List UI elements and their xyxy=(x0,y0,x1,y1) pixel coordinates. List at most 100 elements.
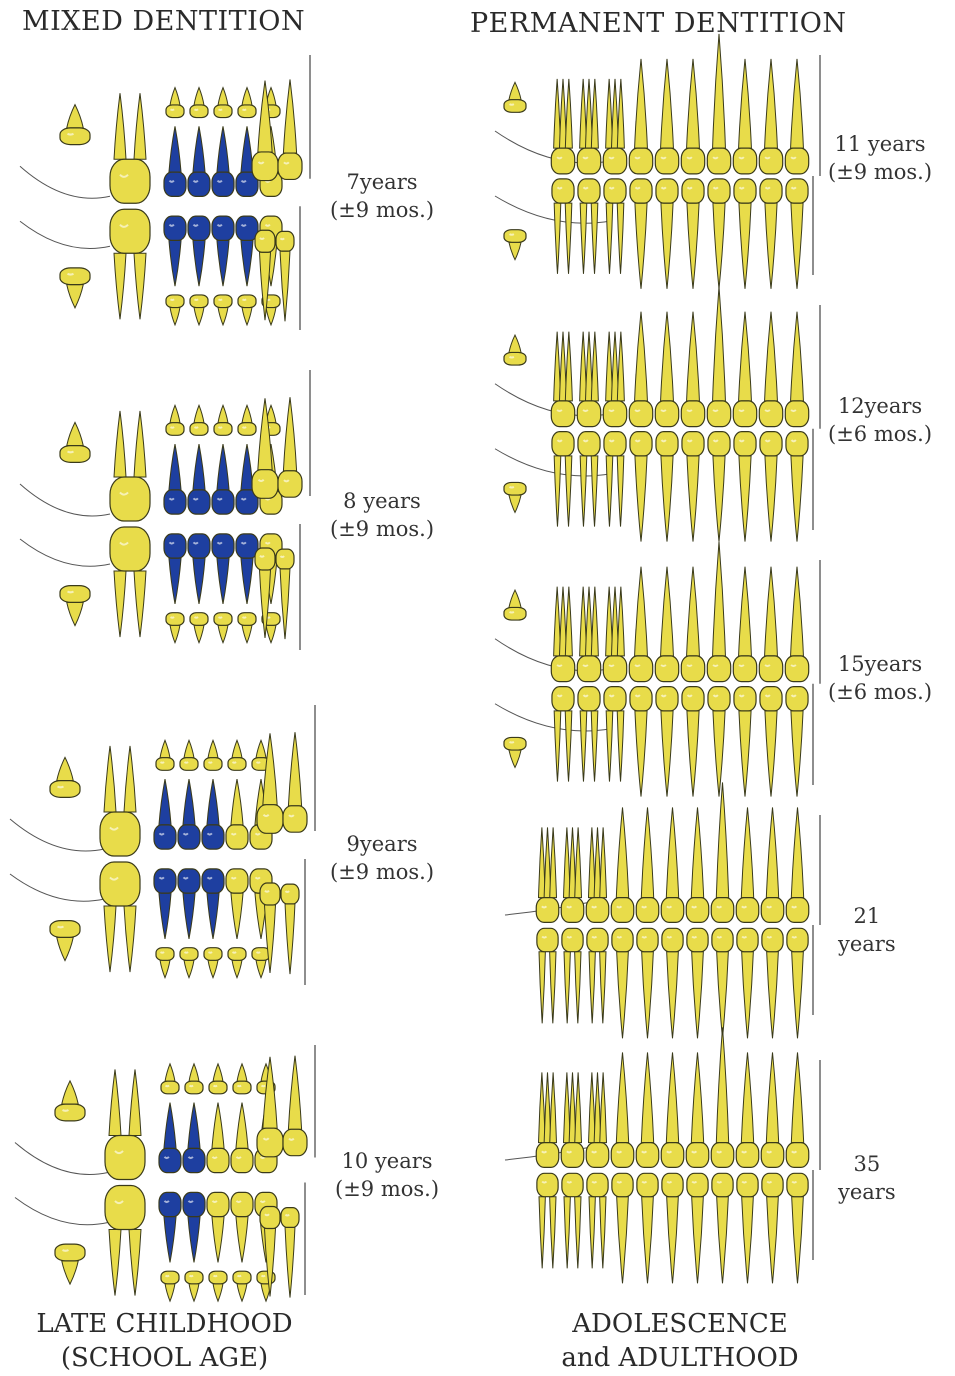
molar-lower-icon xyxy=(578,179,600,274)
successor-crown-icon xyxy=(180,740,198,770)
age-label-11-years: 11 years (±9 mos.) xyxy=(828,130,932,187)
teeth-panel-7-years xyxy=(20,55,320,330)
age-range: (±6 mos.) xyxy=(828,420,932,448)
canine-upper-icon xyxy=(707,542,730,682)
successor-crown-icon xyxy=(166,405,184,435)
successor-crown-icon xyxy=(238,405,256,435)
developing-molar-icon xyxy=(55,1244,85,1284)
molar-lower-icon xyxy=(537,1173,558,1268)
caption-line: LATE CHILDHOOD xyxy=(22,1308,307,1342)
tooth-upper-icon xyxy=(686,1052,709,1167)
tooth-upper-icon xyxy=(759,567,782,682)
upper-gumline xyxy=(15,1143,108,1175)
lower-gumline xyxy=(20,539,110,566)
tooth-lower-icon xyxy=(734,687,756,797)
successor-crown-icon xyxy=(180,948,198,978)
deciduous-tooth-upper-icon xyxy=(212,444,234,514)
deciduous-tooth-upper-icon xyxy=(188,444,210,514)
developing-molar-icon xyxy=(50,921,80,961)
tooth-upper-icon xyxy=(629,312,652,427)
caption-line: (SCHOOL AGE) xyxy=(22,1342,307,1376)
age-label-7-years: 7years (±9 mos.) xyxy=(330,168,434,225)
permanent-tooth-upper-icon xyxy=(226,779,248,849)
deciduous-tooth-upper-icon xyxy=(164,126,186,196)
successor-crown-icon xyxy=(214,88,232,118)
developing-molar-icon xyxy=(504,335,526,365)
molar-lower-icon xyxy=(552,687,574,782)
tooth-upper-icon xyxy=(733,59,756,174)
molar-upper-icon xyxy=(577,587,600,682)
age-label-8-years: 8 years (±9 mos.) xyxy=(330,487,434,544)
age-range: (±9 mos.) xyxy=(330,196,434,224)
permanent-dentition-heading: PERMANENT DENTITION xyxy=(470,8,847,39)
age-value: 12years xyxy=(828,392,932,420)
tooth-upper-icon xyxy=(761,807,784,922)
successor-crown-icon xyxy=(166,613,184,643)
tooth-upper-icon xyxy=(785,567,808,682)
tooth-upper-icon xyxy=(785,59,808,174)
tooth-upper-icon xyxy=(629,59,652,174)
tooth-upper-icon xyxy=(733,567,756,682)
deciduous-tooth-upper-icon xyxy=(188,126,210,196)
tooth-lower-icon xyxy=(760,687,782,797)
successor-crown-icon xyxy=(190,295,208,325)
teeth-panel-11-years xyxy=(495,55,825,275)
tooth-lower-icon xyxy=(786,179,808,289)
lower-gumline xyxy=(15,1198,108,1225)
successor-crown-icon xyxy=(252,948,270,978)
age-value: 9years xyxy=(330,830,434,858)
late-childhood-caption: LATE CHILDHOOD (SCHOOL AGE) xyxy=(22,1308,307,1376)
molar-upper-icon xyxy=(551,332,574,427)
tooth-upper-icon xyxy=(629,567,652,682)
tooth-lower-icon xyxy=(662,928,683,1038)
successor-crown-icon xyxy=(228,948,246,978)
tooth-upper-icon xyxy=(736,1052,759,1167)
age-range: years xyxy=(838,930,896,958)
permanent-tooth-upper-icon xyxy=(231,1103,253,1173)
tooth-lower-icon xyxy=(708,432,730,542)
molar-upper-icon xyxy=(586,827,609,922)
successor-crown-icon xyxy=(214,295,232,325)
successor-crown-icon xyxy=(233,1271,251,1301)
deciduous-tooth-upper-icon xyxy=(212,126,234,196)
canine-upper-icon xyxy=(711,1027,734,1167)
deciduous-tooth-lower-icon xyxy=(188,216,210,286)
molar-lower-icon xyxy=(562,1173,583,1268)
age-value: 7years xyxy=(330,168,434,196)
deciduous-tooth-lower-icon xyxy=(212,534,234,604)
canine-upper-icon xyxy=(711,782,734,922)
mixed-dentition-heading: MIXED DENTITION xyxy=(22,6,305,37)
tooth-lower-icon xyxy=(760,432,782,542)
tooth-upper-icon xyxy=(759,59,782,174)
molar-upper-icon xyxy=(586,1072,609,1167)
molar-lower-icon xyxy=(578,432,600,527)
tooth-upper-icon xyxy=(655,567,678,682)
tooth-lower-icon xyxy=(712,1173,733,1283)
age-value: 15years xyxy=(828,650,932,678)
molar-lower-icon xyxy=(604,179,626,274)
successor-crown-icon xyxy=(156,740,174,770)
first-molar-lower-icon xyxy=(110,209,150,319)
adolescence-caption: ADOLESCENCE and ADULTHOOD xyxy=(535,1308,825,1376)
tooth-lower-icon xyxy=(708,179,730,289)
molar-upper-icon xyxy=(561,1072,584,1167)
developing-molar-icon xyxy=(60,422,90,462)
incisor-lower-icon xyxy=(281,884,299,974)
tooth-lower-icon xyxy=(712,928,733,1038)
tooth-upper-icon xyxy=(786,807,809,922)
caption-line: ADOLESCENCE xyxy=(535,1308,825,1342)
molar-lower-icon xyxy=(562,928,583,1023)
successor-crown-icon xyxy=(190,405,208,435)
first-molar-upper-icon xyxy=(110,93,150,203)
successor-crown-icon xyxy=(228,740,246,770)
molar-upper-icon xyxy=(551,587,574,682)
deciduous-tooth-lower-icon xyxy=(202,869,224,939)
age-range: (±9 mos.) xyxy=(828,158,932,186)
incisor-lower-icon xyxy=(276,231,294,321)
successor-crown-icon xyxy=(204,740,222,770)
tooth-upper-icon xyxy=(681,567,704,682)
tooth-lower-icon xyxy=(656,432,678,542)
lower-gumline xyxy=(10,874,105,901)
developing-molar-icon xyxy=(60,105,90,145)
age-range: (±9 mos.) xyxy=(330,515,434,543)
